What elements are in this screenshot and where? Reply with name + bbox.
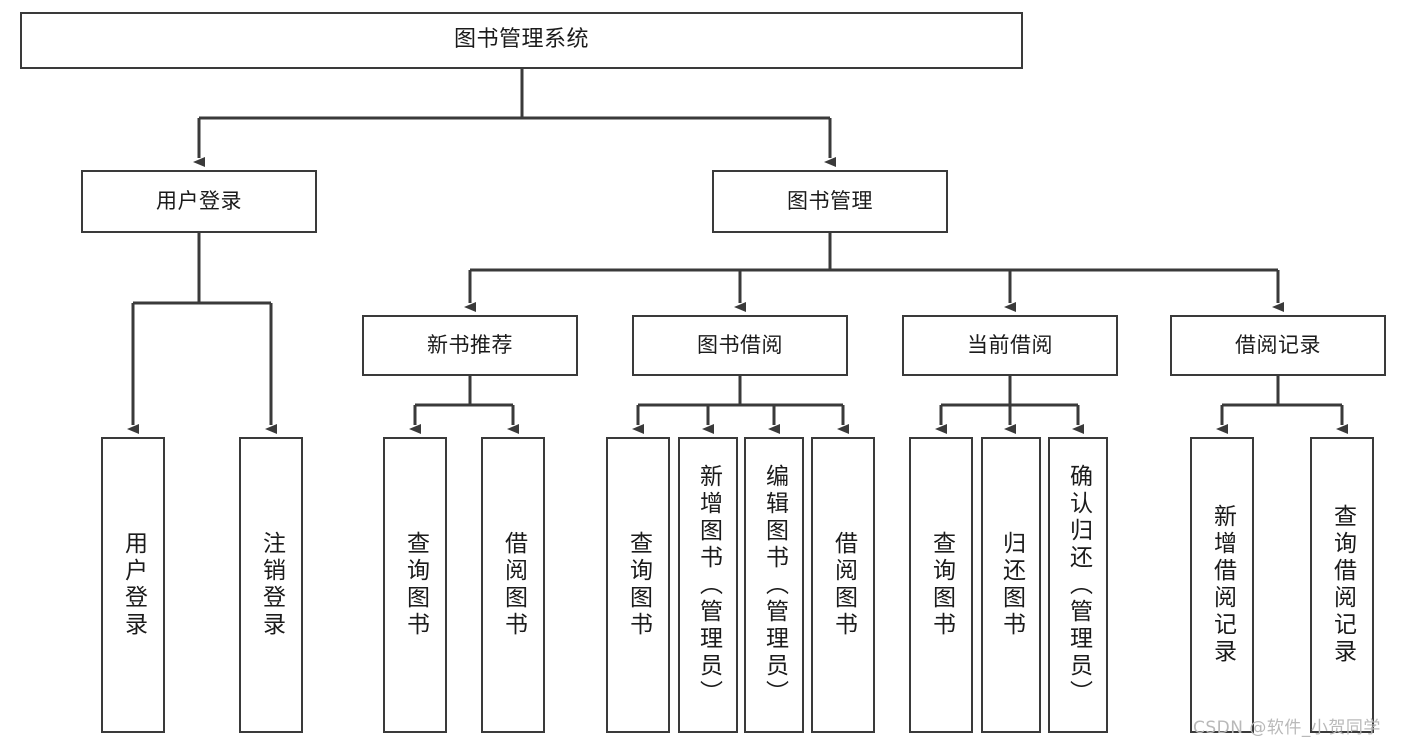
leaf-recommend-borrow-book[interactable]: 借阅图书 <box>481 437 545 733</box>
node-label: 查询图书 <box>625 531 652 639</box>
node-label: 确认归还（管理员） <box>1065 463 1092 707</box>
csdn-watermark: CSDN @软件_小贺同学 <box>1193 718 1381 738</box>
node-label: 查询图书 <box>402 531 429 639</box>
node-label: 编辑图书（管理员） <box>761 463 788 707</box>
node-label: 注销登录 <box>258 531 285 639</box>
leaf-borrow-borrow-book[interactable]: 借阅图书 <box>811 437 875 733</box>
node-label: 用户登录 <box>156 188 242 213</box>
leaf-current-query-book[interactable]: 查询图书 <box>909 437 973 733</box>
leaf-user-login-logout[interactable]: 注销登录 <box>239 437 303 733</box>
leaf-current-return-book[interactable]: 归还图书 <box>981 437 1041 733</box>
node-label: 新增借阅记录 <box>1209 504 1236 666</box>
leaf-current-confirm-return-admin[interactable]: 确认归还（管理员） <box>1048 437 1108 733</box>
node-user-login[interactable]: 用户登录 <box>81 170 317 233</box>
node-label: 图书管理系统 <box>453 27 589 53</box>
node-borrow-record[interactable]: 借阅记录 <box>1170 315 1386 376</box>
node-root-system[interactable]: 图书管理系统 <box>20 12 1023 69</box>
leaf-record-add-record[interactable]: 新增借阅记录 <box>1190 437 1254 733</box>
node-label: 查询借阅记录 <box>1329 504 1356 666</box>
node-current-borrow[interactable]: 当前借阅 <box>902 315 1118 376</box>
node-label: 查询图书 <box>928 531 955 639</box>
node-label: 图书管理 <box>787 188 873 213</box>
leaf-borrow-add-book-admin[interactable]: 新增图书（管理员） <box>678 437 738 733</box>
leaf-borrow-query-book[interactable]: 查询图书 <box>606 437 670 733</box>
node-label: 新增图书（管理员） <box>695 463 722 707</box>
node-label: 借阅记录 <box>1235 332 1321 357</box>
node-label: 图书借阅 <box>697 332 783 357</box>
leaf-recommend-query-book[interactable]: 查询图书 <box>383 437 447 733</box>
node-label: 当前借阅 <box>967 332 1053 357</box>
node-label: 用户登录 <box>120 531 147 639</box>
node-label: 借阅图书 <box>500 531 527 639</box>
leaf-borrow-edit-book-admin[interactable]: 编辑图书（管理员） <box>744 437 804 733</box>
node-label: 归还图书 <box>998 531 1025 639</box>
node-book-management[interactable]: 图书管理 <box>712 170 948 233</box>
leaf-user-login-login[interactable]: 用户登录 <box>101 437 165 733</box>
leaf-record-query-record[interactable]: 查询借阅记录 <box>1310 437 1374 733</box>
node-label: 新书推荐 <box>427 332 513 357</box>
node-new-book-recommend[interactable]: 新书推荐 <box>362 315 578 376</box>
node-book-borrow[interactable]: 图书借阅 <box>632 315 848 376</box>
node-label: 借阅图书 <box>830 531 857 639</box>
